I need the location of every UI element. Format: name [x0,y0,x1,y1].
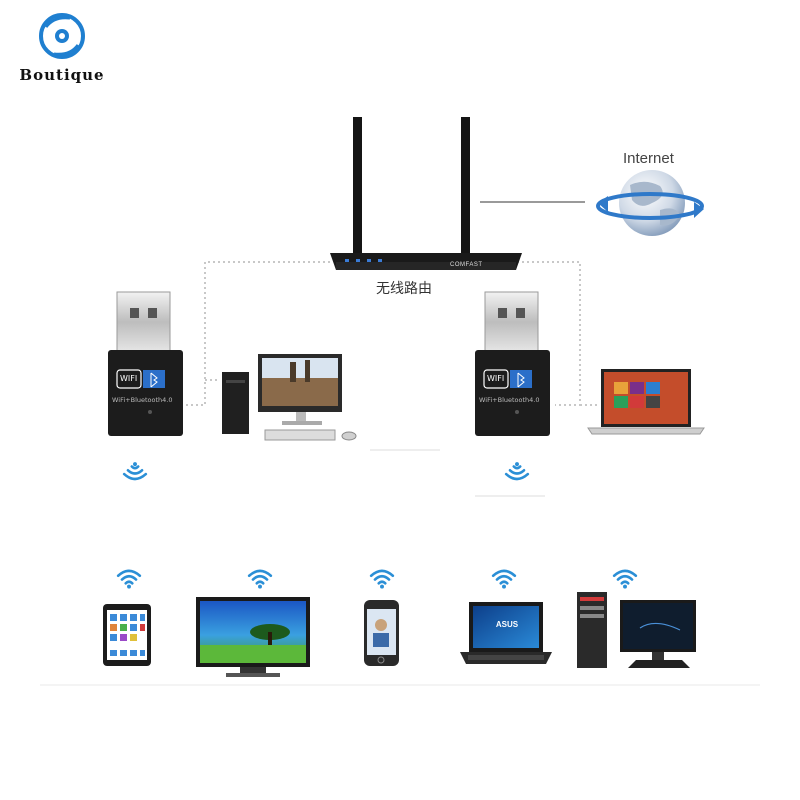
tablet-icon [103,604,151,666]
usb-dongle-left-icon [108,291,183,436]
wifi-icon [491,569,517,590]
router-icon [330,117,522,270]
asus-laptop-icon [460,602,552,664]
globe-icon [596,170,704,236]
wifi-icon [247,569,273,590]
asus-logo-text: ASUS [495,620,519,629]
boutique-logo-icon [39,13,85,59]
dongle-wifi-badge: WIFI [487,374,505,383]
smartphone-icon [364,600,399,666]
tv-icon [196,597,310,677]
laptop-icon [587,369,705,435]
connection-lines [185,261,598,406]
dongle-wifi-badge: WIFI [120,374,138,383]
usb-dongle-right-icon [475,291,550,436]
dongle-caption: WiFi+Bluetooth4.0 [479,396,540,404]
internet-label: Internet [623,150,674,167]
wifi-icon [122,462,148,481]
wifi-icon [369,569,395,590]
desktop-computer-icon [222,354,357,441]
wifi-icon [612,569,638,590]
logo-text: Boutique [19,66,105,84]
router-label: 无线路由 [376,280,432,296]
desktop-pc-icon [577,592,696,668]
router-brand-label: COMFAST [450,262,483,268]
wifi-icon [504,462,530,481]
wifi-icon [116,569,142,590]
dongle-caption: WiFi+Bluetooth4.0 [112,396,173,404]
